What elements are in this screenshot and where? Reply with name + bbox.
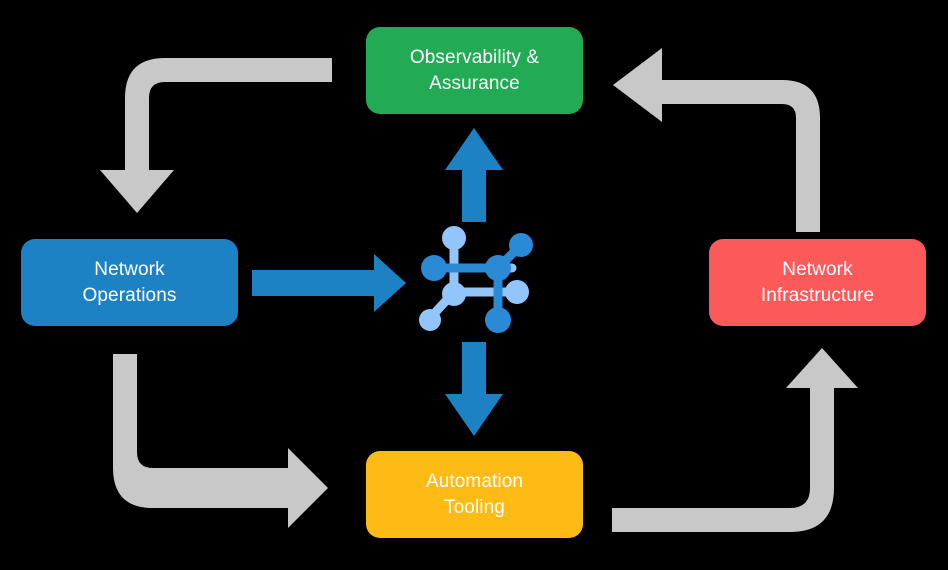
arrow-operations-to-center: [252, 254, 406, 312]
arrow-operations-to-automation: [113, 354, 328, 528]
topology-nodes: [419, 226, 533, 333]
network-topology-icon: [419, 226, 533, 333]
arrow-center-to-automation: [445, 342, 503, 436]
node-box-network-operations[interactable]: Network Operations: [21, 239, 238, 326]
node-box-observability[interactable]: Observability & Assurance: [366, 27, 583, 114]
node-label-network-infrastructure: Network Infrastructure: [760, 259, 875, 306]
arrow-automation-to-infrastructure: [612, 348, 858, 532]
topology-edges-dark: [431, 241, 525, 323]
arrow-center-to-observability: [445, 128, 503, 222]
node-label-automation-tooling: Automation Tooling: [425, 471, 524, 518]
arrow-observability-to-operations: [100, 58, 332, 213]
node-label-network-operations: Network Operations: [82, 259, 177, 306]
arrow-infrastructure-to-observability: [613, 48, 820, 232]
node-box-automation-tooling[interactable]: Automation Tooling: [366, 451, 583, 538]
node-box-network-infrastructure[interactable]: Network Infrastructure: [709, 239, 926, 326]
node-label-observability: Observability & Assurance: [409, 47, 540, 94]
